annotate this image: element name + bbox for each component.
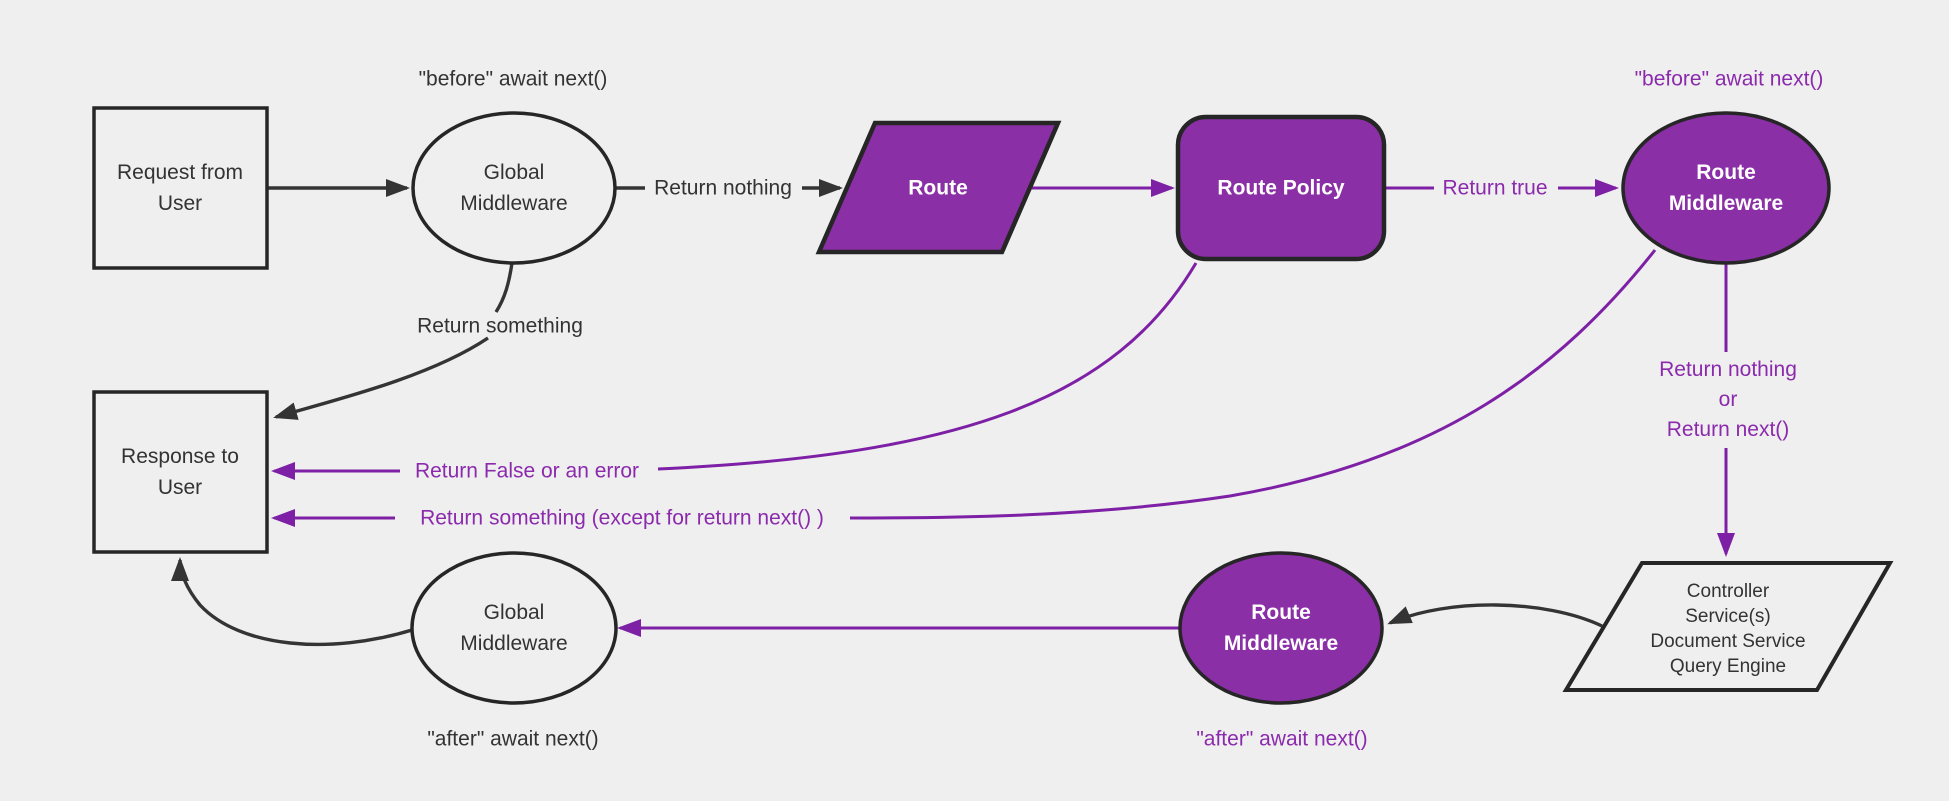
request-from-user-shape: [92, 106, 269, 270]
edge-label-return-nothing-or-next-line1: Return nothing: [1659, 358, 1797, 381]
node-label-controller-line4: Query Engine: [1669, 656, 1787, 677]
edge-route-policy-return-false-curve: [657, 262, 1198, 471]
node-label-global-top-line1: Global: [483, 161, 545, 184]
node-label-route-mw-bottom-line2: Middleware: [1223, 632, 1339, 655]
node-label-route-line1: Route: [908, 176, 968, 200]
edge-route-middleware-return-something-curve: [849, 249, 1657, 520]
node-label-route-mw-bottom-line1: Route: [1251, 601, 1311, 624]
edge-label-return-something: Return something: [417, 314, 583, 338]
node-label-route-policy-line1: Route Policy: [1217, 176, 1345, 200]
node-label-route: Route: [908, 173, 968, 204]
node-label-route-middleware-top: Route Middleware: [1669, 157, 1783, 219]
annotation-after-await-next-global: "after" await next(): [427, 727, 599, 751]
controller-services-shape: [1562, 561, 1894, 692]
route-middleware-bottom-shape: [1178, 551, 1384, 705]
node-label-route-mw-top-line2: Middleware: [1668, 192, 1784, 215]
edge-return-something-to-response: [273, 336, 489, 420]
node-label-request-line2: User: [157, 192, 203, 215]
node-label-route-middleware-bottom: Route Middleware: [1224, 597, 1338, 659]
node-label-request: Request from User: [117, 157, 243, 219]
node-label-controller: Controller Service(s) Document Service Q…: [1650, 579, 1805, 679]
edge-label-return-nothing-or-next-line3: Return next(): [1666, 418, 1790, 441]
node-label-controller-line1: Controller: [1686, 581, 1770, 602]
edge-label-return-something-except: Return something (except for return next…: [420, 506, 824, 530]
global-middleware-bottom-shape: [410, 551, 618, 705]
node-label-response-line1: Response to: [121, 445, 239, 468]
response-to-user-shape: [92, 390, 269, 554]
edge-label-return-false-or-error: Return False or an error: [414, 459, 640, 483]
edge-controller-to-route-middleware-bottom: [1387, 603, 1603, 628]
node-label-global-bottom-line1: Global: [483, 601, 545, 624]
edge-label-return-nothing: Return nothing: [654, 176, 792, 200]
node-label-controller-line2: Service(s): [1685, 606, 1771, 627]
annotation-before-await-next-global: "before" await next(): [418, 67, 608, 91]
route-policy-shape: [1175, 114, 1387, 262]
global-middleware-top-shape: [411, 111, 617, 265]
node-label-global-middleware-bottom: Global Middleware: [460, 597, 567, 659]
node-label-route-mw-top-line1: Route: [1696, 161, 1756, 184]
node-label-global-top-line2: Middleware: [460, 192, 568, 215]
annotation-after-await-next-route: "after" await next(): [1196, 727, 1368, 751]
node-label-response-line2: User: [157, 476, 203, 499]
route-shape: [815, 120, 1062, 255]
node-label-global-bottom-line2: Middleware: [460, 632, 568, 655]
edge-global-middleware-bottom-to-response: [171, 557, 413, 647]
route-middleware-top-shape: [1621, 111, 1831, 265]
node-label-request-line1: Request from: [116, 161, 244, 184]
edge-label-return-nothing-or-next-line2: or: [1718, 388, 1738, 411]
node-label-global-middleware-top: Global Middleware: [460, 157, 567, 219]
annotation-before-await-next-route: "before" await next(): [1634, 67, 1824, 91]
edge-label-return-nothing-or-next: Return nothing or Return next(): [1659, 355, 1797, 445]
node-label-route-policy: Route Policy: [1217, 173, 1344, 204]
node-label-response: Response to User: [121, 441, 239, 503]
edge-global-middleware-return-something-upper: [494, 262, 514, 313]
edge-label-return-true: Return true: [1442, 176, 1548, 200]
node-label-controller-line3: Document Service: [1650, 631, 1806, 652]
